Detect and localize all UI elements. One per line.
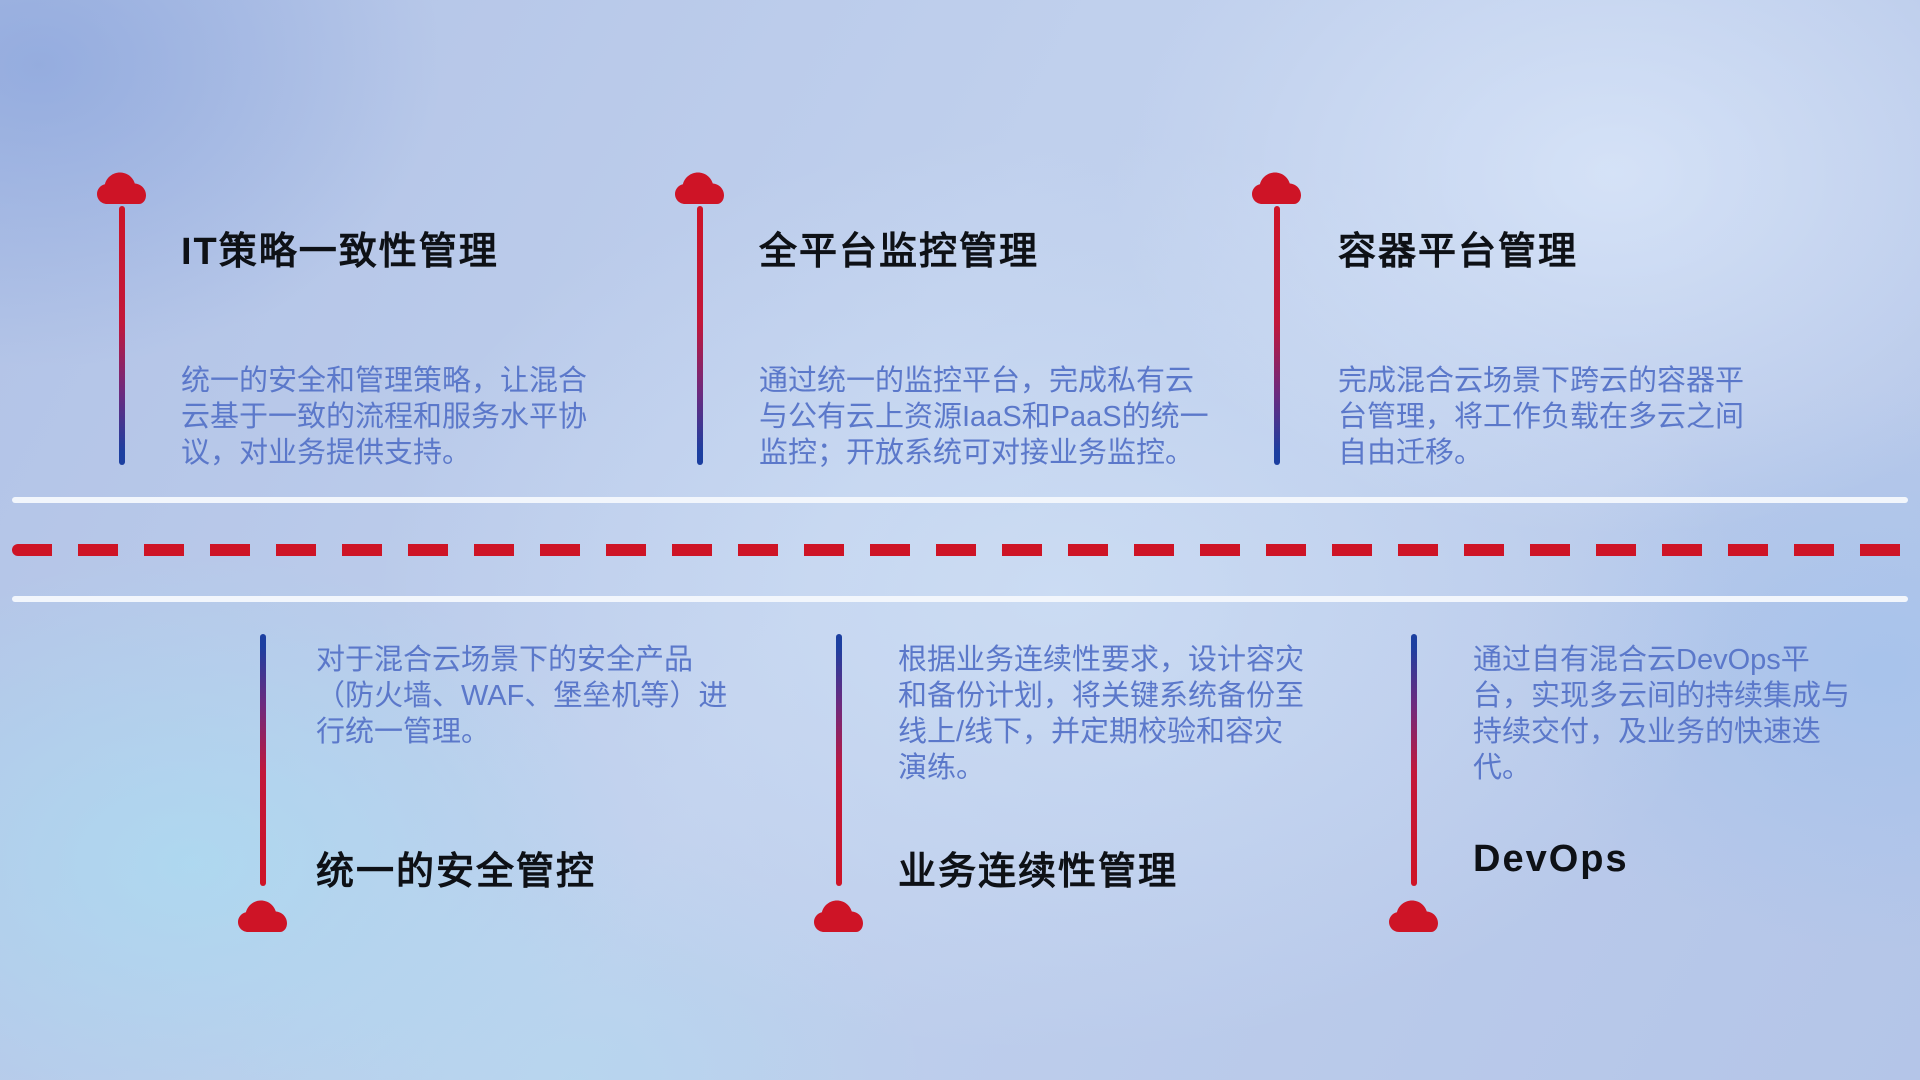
item-title: 容器平台管理 — [1338, 231, 1579, 273]
cloud-icon — [1387, 898, 1441, 934]
cloud-icon — [812, 898, 866, 934]
cloud-icon — [673, 170, 727, 206]
cloud-icon — [1250, 170, 1304, 206]
timeline-connector — [697, 206, 703, 465]
item-description: 通过统一的监控平台，完成私有云与公有云上资源IaaS和PaaS的统一监控；开放系… — [759, 365, 1209, 469]
item-description: 根据业务连续性要求，设计容灾和备份计划，将关键系统备份至线上/线下，并定期校验和… — [898, 644, 1305, 784]
timeline-rail-top — [12, 497, 1908, 503]
timeline-connector — [260, 634, 266, 886]
timeline-connector — [836, 634, 842, 886]
timeline-dashed-line — [12, 544, 1908, 556]
item-title: 业务连续性管理 — [898, 851, 1179, 893]
item-title: 全平台监控管理 — [759, 231, 1040, 273]
cloud-icon — [236, 898, 290, 934]
timeline-connector — [119, 206, 125, 465]
item-description: 对于混合云场景下的安全产品（防火墙、WAF、堡垒机等）进行统一管理。 — [316, 644, 728, 748]
item-title: DevOps — [1473, 838, 1629, 880]
item-description: 通过自有混合云DevOps平台，实现多云间的持续集成与持续交付，及业务的快速迭代… — [1473, 644, 1851, 784]
item-title: 统一的安全管控 — [316, 851, 597, 893]
item-title: IT策略一致性管理 — [181, 231, 499, 273]
timeline-connector — [1274, 206, 1280, 465]
cloud-icon — [95, 170, 149, 206]
item-description: 完成混合云场景下跨云的容器平台管理，将工作负载在多云之间自由迁移。 — [1338, 365, 1745, 469]
item-description: 统一的安全和管理策略，让混合云基于一致的流程和服务水平协议，对业务提供支持。 — [181, 365, 588, 469]
timeline-connector — [1411, 634, 1417, 886]
timeline-rail-bottom — [12, 596, 1908, 602]
